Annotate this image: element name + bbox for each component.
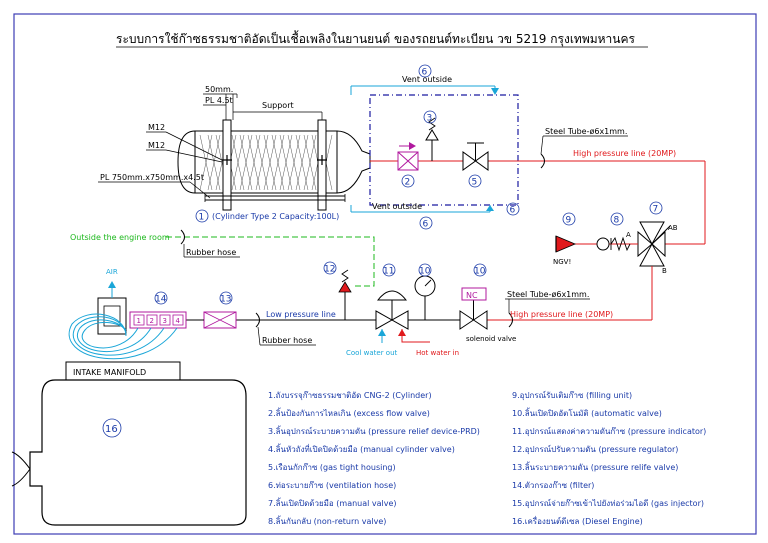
manual-valve-3way [637, 221, 671, 267]
solenoid-label: solenoid valve [466, 335, 516, 343]
air-label: AIR [106, 268, 118, 276]
legend-right: 9.อุปกรณ์รับเติมก๊าซ (filling unit) 10.ล… [512, 390, 706, 526]
cylinder [177, 119, 371, 211]
dim-support: Support [262, 101, 294, 110]
callout-15: 14 [155, 295, 167, 305]
legend-item-12: 12.อุปกรณ์ปรับความดัน (pressure regulato… [512, 444, 678, 454]
callout-1: 1 [199, 213, 205, 223]
legend-item-6: 6.ท่อระบายก๊าซ (ventilation hose) [268, 480, 396, 490]
legend-item-13: 13.ลิ้นระบายความดัน (pressure relife val… [512, 461, 678, 472]
outside-engine-room-line [166, 236, 375, 287]
steel-tube-bottom: Steel Tube-ø6x1mm. [507, 290, 589, 299]
pressure-relief-valve [338, 269, 352, 305]
intake-manifold-label: INTAKE MANIFOLD [73, 368, 146, 377]
legend-item-8: 8.ลิ้นกันกลับ (non-return valve) [268, 515, 386, 526]
legend-left: 1.ถังบรรจุก๊าซธรรมชาติอัด CNG-2 (Cylinde… [268, 390, 480, 526]
nc-label: NC [466, 291, 478, 300]
legend-item-4: 4.ลิ้นหัวถังที่เปิดปิดด้วยมือ (manual cy… [268, 443, 455, 454]
legend-item-7: 7.ลิ้นเปิดปิดด้วยมือ (manual valve) [268, 497, 397, 508]
cylinder-caption: (Cylinder Type 2 Capacity:100L) [212, 212, 339, 221]
callout-10: 10 [474, 267, 486, 277]
legend-item-14: 14.ตัวกรองก๊าซ (filter) [512, 480, 594, 490]
legend-item-3: 3.ลิ้นอุปกรณ์ระบายความดัน (pressure reli… [268, 425, 480, 436]
outside-room-label: Outside the engine room [70, 233, 170, 242]
injector-1: 1 [137, 317, 141, 325]
air-intake [97, 281, 127, 335]
hot-water-label: Hot water in [416, 349, 459, 357]
ngv-filling-unit [555, 235, 577, 253]
diesel-engine [29, 379, 247, 526]
high-pressure-bottom: High pressure line (20MP) [510, 310, 613, 319]
callout-13: 12 [324, 265, 335, 275]
pressure-regulator [375, 290, 440, 330]
rubber-hose-bottom: Rubber hose [262, 336, 312, 345]
injector-2: 2 [150, 317, 154, 325]
gas-tight-housing [369, 94, 519, 206]
callout-7: 7 [653, 205, 659, 215]
non-return-valve [596, 237, 610, 251]
callout-11: 10 [419, 267, 431, 277]
ngv-label: NGV! [553, 258, 571, 266]
injector-hoses [68, 313, 178, 360]
callout-3: 3 [427, 114, 433, 124]
callout-5: 6 [510, 206, 516, 216]
dim-pl45: PL 4.5t [205, 96, 233, 105]
low-pressure-label: Low pressure line [266, 310, 336, 319]
legend-item-10: 10.ลิ้นเปิดปิดอัตโนมัติ (automatic valve… [512, 407, 662, 418]
callout-8: 8 [614, 216, 620, 226]
injector-4: 4 [176, 317, 181, 325]
rubber-hose-top: Rubber hose [186, 248, 236, 257]
solenoid-valve [459, 287, 488, 330]
dim-50mm: 50mm. [205, 85, 233, 94]
gas-filter [203, 311, 237, 329]
legend-item-11: 11.อุปกรณ์แสดงค่าความดันก๊าซ (pressure i… [512, 426, 706, 436]
excess-flow-valve [397, 142, 419, 171]
port-a: A [626, 231, 631, 239]
callout-14: 13 [220, 295, 231, 305]
legend-item-5: 5.เรือนกักก๊าซ (gas tight housing) [268, 462, 396, 472]
legend-item-2: 2.ลิ้นป้องกันการไหลเกิน (excess flow val… [268, 407, 430, 418]
port-b: B [662, 267, 667, 275]
cylinder-wrap-hatch [199, 134, 333, 191]
dim-m12-top: M12 [148, 123, 165, 132]
callout-12: 11 [383, 267, 394, 277]
callout-6-top: 6 [422, 68, 428, 78]
diagram-title: ระบบการใช้ก๊าซธรรมชาติอัดเป็นเชื้อเพลิงใ… [116, 30, 636, 47]
gas-injector-rail [129, 311, 187, 329]
port-ab: AB [668, 224, 678, 232]
callout-6-bottom: 6 [423, 220, 429, 230]
high-pressure-top: High pressure line (20MP) [573, 149, 676, 158]
hot-water-line [401, 329, 430, 343]
steel-tube-top: Steel Tube-ø6x1mm. [545, 127, 627, 136]
vent-outside-bottom: Vent outside [372, 202, 422, 211]
injector-3: 3 [163, 317, 167, 325]
vent-outside-top: Vent outside [402, 75, 452, 84]
legend-item-9: 9.อุปกรณ์รับเติมก๊าซ (filling unit) [512, 390, 632, 400]
pressure-indicator [414, 275, 436, 320]
callout-4: 5 [472, 178, 478, 188]
cool-water-label: Cool water out [346, 349, 398, 357]
callout-9: 9 [566, 216, 572, 226]
manual-cylinder-valve [462, 142, 489, 171]
callout-16: 16 [105, 424, 118, 435]
callout-2: 2 [405, 178, 411, 188]
legend-item-1: 1.ถังบรรจุก๊าซธรรมชาติอัด CNG-2 (Cylinde… [268, 390, 432, 400]
legend-item-16: 16.เครื่องยนต์ดีเซล (Diesel Engine) [512, 515, 643, 526]
legend-item-15: 15.อุปกรณ์จ่ายก๊าซเข้าไปยังท่อร่วมไอดี (… [512, 498, 704, 508]
page-border [13, 13, 757, 535]
dim-pl750: PL 750mm.x750mm.x4.5t [100, 173, 204, 182]
dim-m12-bottom: M12 [148, 141, 165, 150]
pressure-relief-device [425, 117, 439, 161]
